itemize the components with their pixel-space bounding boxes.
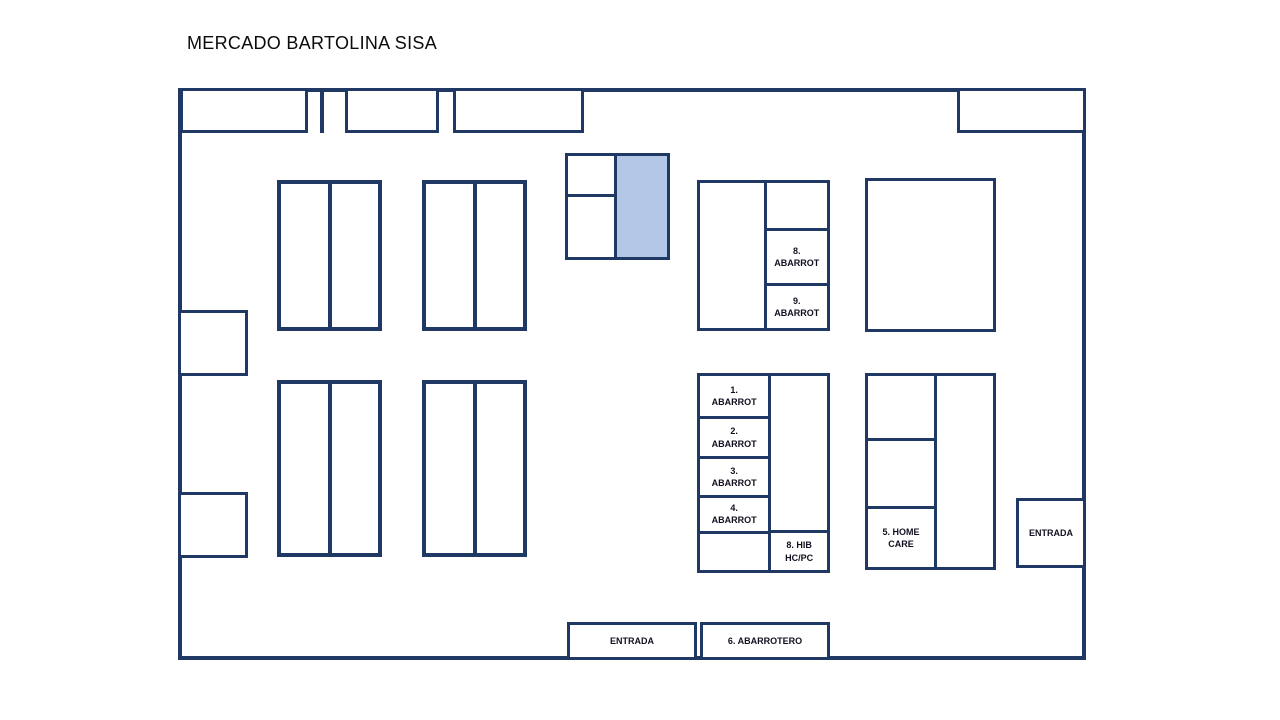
entrance-right: ENTRADA (1016, 498, 1086, 568)
cell-divider (868, 506, 934, 510)
cell-divider (700, 530, 769, 534)
stall-empty (868, 441, 934, 507)
aisle-cell (332, 384, 379, 553)
left-stall-2 (178, 492, 248, 558)
stall-abarrot-1: 1. ABARROT (711, 385, 757, 408)
aisle-cell (332, 184, 379, 327)
stall-column: 1. ABARROT 2. ABARROT 3. ABARROT 4. ABAR… (700, 376, 769, 570)
aisle-cell (281, 184, 328, 327)
stall-block-middle-bottom: 1. ABARROT 2. ABARROT 3. ABARROT 4. ABAR… (697, 373, 830, 573)
cell-divider (700, 455, 769, 459)
left-stall-1 (178, 310, 248, 376)
cell-divider (766, 228, 827, 231)
aisle-divider (327, 384, 332, 553)
top-stall-1 (180, 88, 308, 133)
aisle-block-bottom-2 (422, 380, 527, 557)
stall-block-bottom-right: 5. HOME CARE (865, 373, 996, 570)
stall-abarrotero-6: 6. ABARROTERO (700, 622, 830, 660)
aisle-cell (281, 384, 328, 553)
stall-block-top-right: 8. ABARROT 9. ABARROT (697, 180, 830, 331)
top-stall-right (957, 88, 1086, 133)
stall-home-care: 5. HOME CARE (882, 527, 920, 550)
stall-abarrot-9: 9. ABARROT (774, 295, 820, 318)
aisle-cell (477, 384, 524, 553)
cell-divider (766, 283, 827, 286)
stall-open-area (937, 376, 993, 567)
stall-open-area (771, 376, 827, 530)
aisle-cell (426, 384, 473, 553)
entrance-right-label: ENTRADA (1029, 527, 1073, 538)
cell-divider (771, 530, 827, 533)
stall-column: 5. HOME CARE (868, 376, 934, 567)
entrance-bottom: ENTRADA (567, 622, 697, 660)
stall-abarrotero-6-label: 6. ABARROTERO (727, 635, 803, 646)
highlighted-stall (614, 153, 670, 260)
large-empty-block (865, 178, 996, 332)
aisle-divider (472, 184, 477, 327)
stall-abarrot-4: 4. ABARROT (711, 503, 757, 526)
top-wall-segment (320, 88, 324, 133)
aisle-cell (426, 184, 473, 327)
top-stall-2 (345, 88, 439, 133)
stall-hib-hc-pc: 8. HIB HC/PC (785, 540, 814, 563)
top-stall-3 (453, 88, 584, 133)
page-title: MERCADO BARTOLINA SISA (187, 33, 438, 53)
stall-abarrot-3: 3. ABARROT (711, 465, 757, 488)
block-divider (763, 183, 767, 328)
cell-divider (700, 495, 769, 499)
cell-divider (868, 437, 934, 441)
stall-column: 8. HIB HC/PC (771, 376, 827, 570)
stall-column: 8. ABARROT 9. ABARROT (766, 183, 827, 328)
stall-empty (767, 183, 827, 228)
stall-empty (868, 376, 934, 438)
cell-divider (700, 416, 769, 420)
aisle-cell (477, 184, 524, 327)
block-divider (768, 376, 772, 570)
block-divider (933, 376, 937, 567)
small-stall-bottom (565, 194, 617, 260)
small-stall-top (565, 153, 617, 197)
stall-open-area (700, 183, 764, 328)
stall-abarrot-8: 8. ABARROT (774, 245, 820, 268)
aisle-block-top-1 (277, 180, 382, 331)
aisle-divider (472, 384, 477, 553)
entrance-bottom-label: ENTRADA (610, 635, 654, 646)
stall-abarrot-2: 2. ABARROT (711, 426, 757, 449)
aisle-block-top-2 (422, 180, 527, 331)
stall-empty (700, 534, 768, 570)
aisle-divider (327, 184, 332, 327)
aisle-block-bottom-1 (277, 380, 382, 557)
